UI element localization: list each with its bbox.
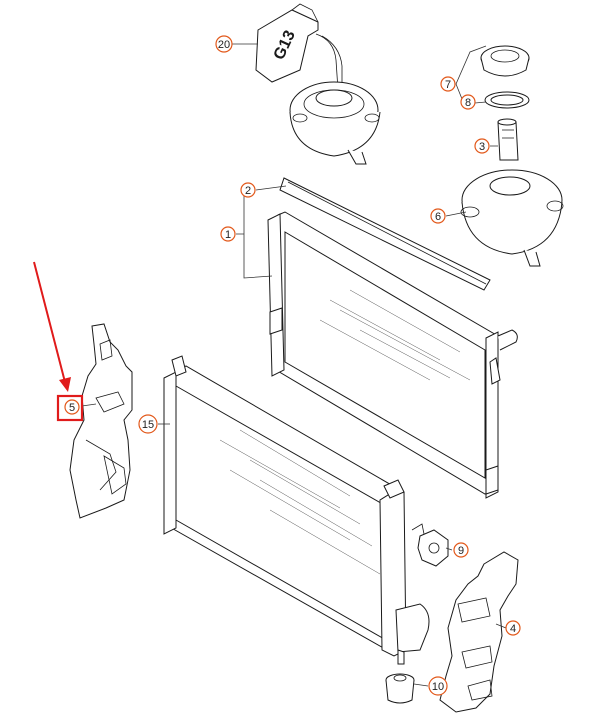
callout-8: 8 (460, 94, 476, 110)
o-ring (484, 91, 530, 109)
callout-4: 4 (505, 620, 521, 636)
svg-text:1: 1 (225, 229, 231, 241)
sleeve (497, 118, 519, 161)
radiator (267, 211, 518, 499)
intercooler (163, 355, 430, 665)
rubber-mount (385, 673, 415, 704)
callout-10: 10 (428, 676, 448, 696)
expansion-tank-upper (289, 81, 381, 165)
callout-9: 9 (453, 542, 469, 558)
svg-text:4: 4 (510, 623, 516, 635)
mounting-bracket (411, 523, 449, 567)
arrowhead-icon (59, 377, 71, 392)
callout-15: 15 (138, 414, 158, 434)
svg-text:6: 6 (435, 211, 441, 223)
seal-strip (279, 177, 491, 291)
callout-1: 1 (220, 226, 236, 242)
coolant-bottle: G13 (255, 3, 343, 92)
callout-20: 20 (215, 35, 233, 53)
svg-text:8: 8 (465, 97, 471, 109)
svg-text:20: 20 (218, 39, 230, 51)
svg-text:15: 15 (142, 419, 154, 431)
callout-6: 6 (430, 208, 446, 224)
air-duct-right (439, 551, 519, 713)
svg-text:3: 3 (479, 141, 485, 153)
svg-text:7: 7 (445, 79, 451, 91)
callout-5: 5 (64, 399, 80, 415)
svg-text:5: 5 (69, 402, 75, 414)
svg-text:9: 9 (458, 545, 464, 557)
callout-3: 3 (474, 138, 490, 154)
svg-text:2: 2 (245, 185, 251, 197)
arrow-icon (33, 261, 67, 387)
highlight-marker (33, 261, 84, 422)
callout-7: 7 (440, 76, 456, 92)
highlight-box (56, 394, 84, 422)
filler-cap (480, 45, 530, 77)
expansion-tank-lower (460, 169, 564, 267)
svg-text:10: 10 (432, 681, 444, 693)
air-duct-left (69, 323, 133, 519)
callout-2: 2 (240, 182, 256, 198)
